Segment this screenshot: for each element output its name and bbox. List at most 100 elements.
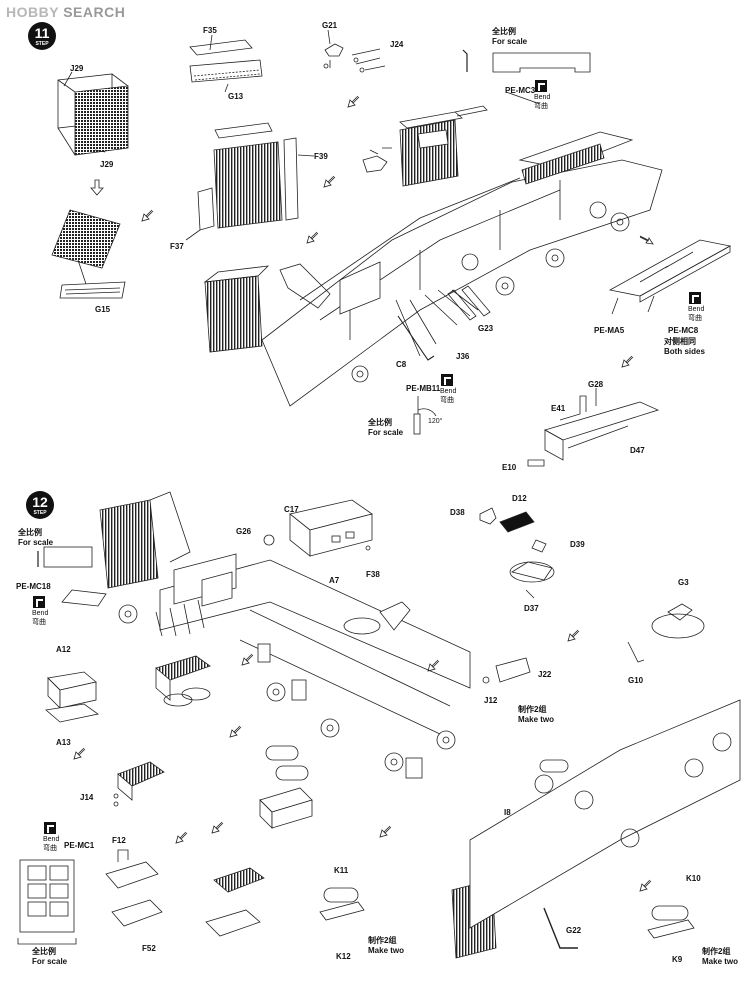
- box-j14: [113, 761, 165, 807]
- label-pe-mc3: PE-MC3: [505, 86, 536, 95]
- label-make-two-en-2: Make two: [368, 946, 405, 955]
- pe-mc18-scale-plate: [37, 546, 93, 568]
- fifth-wheel-d37: [479, 507, 555, 583]
- label-both-sides-en: Both sides: [664, 347, 705, 356]
- label-bend-en-1: Bend: [534, 94, 551, 101]
- label-d12: D12: [512, 494, 527, 503]
- label-g21: G21: [322, 21, 338, 30]
- arrow-5: [639, 235, 654, 245]
- label-k11: K11: [334, 866, 349, 875]
- label-bend-en-2: Bend: [440, 388, 457, 395]
- label-a13: A13: [56, 738, 71, 747]
- pe-mc1-sheet: [17, 859, 77, 945]
- step-12-word: STEP: [33, 510, 47, 516]
- label-scale-cn-4: 全比例: [32, 947, 56, 956]
- step-11-badge: 11 STEP: [28, 22, 56, 50]
- arrow-11: [175, 831, 188, 844]
- label-f52: F52: [142, 944, 156, 953]
- label-e41: E41: [551, 404, 566, 413]
- arrow-down: [90, 179, 104, 196]
- chassis-step12: [99, 491, 471, 779]
- tanks-box: [259, 745, 313, 829]
- watermark: HOBBY SEARCH: [6, 4, 125, 20]
- arrow-16: [639, 879, 652, 892]
- label-bend-en-4: Bend: [32, 610, 49, 617]
- label-make-two-en-3: Make two: [702, 957, 739, 966]
- label-bend-cn-5: 弯曲: [43, 845, 57, 852]
- pe-mc18-plate: [61, 589, 107, 607]
- label-f39: F39: [314, 152, 328, 161]
- label-angle: 120°: [428, 418, 443, 425]
- label-bend-en-3: Bend: [688, 306, 705, 313]
- part-j22-j12: [482, 657, 531, 684]
- label-j29-bottom: J29: [100, 160, 114, 169]
- label-g26: G26: [236, 527, 252, 536]
- label-make-two-cn-1: 制作2组: [518, 705, 547, 714]
- pe-mc3-bend-line: [462, 49, 468, 72]
- label-scale-cn-2: 全比例: [368, 418, 392, 427]
- label-bend-cn-3: 弯曲: [688, 315, 702, 322]
- label-j36: J36: [456, 352, 470, 361]
- box-a12-a13: [45, 671, 99, 723]
- label-f37: F37: [170, 242, 184, 251]
- label-c8: C8: [396, 360, 407, 369]
- label-both-sides-cn: 对侧相同: [664, 337, 696, 346]
- label-g3: G3: [678, 578, 689, 587]
- chassis-rear-detail: [451, 699, 741, 959]
- box-c17: [263, 499, 373, 557]
- label-pe-mc8: PE-MC8: [668, 326, 699, 335]
- part-f35-g13: [189, 34, 263, 93]
- label-j14: J14: [80, 793, 94, 802]
- part-small-clip: [362, 147, 392, 173]
- label-pe-mc1: PE-MC1: [64, 841, 95, 850]
- arrow-2: [141, 209, 154, 222]
- label-g22: G22: [566, 926, 582, 935]
- pe-mc3-scale-plate: [492, 52, 591, 73]
- label-a7: A7: [329, 576, 340, 585]
- label-bend-cn-4: 弯曲: [32, 619, 46, 626]
- arrow-9: [229, 725, 242, 738]
- arrow-15: [525, 589, 535, 599]
- label-g10: G10: [628, 676, 644, 685]
- label-d47: D47: [630, 446, 645, 455]
- label-scale-en-3: For scale: [18, 538, 54, 547]
- label-pe-ma5: PE-MA5: [594, 326, 625, 335]
- bend-120: [413, 396, 437, 435]
- label-pe-mc18: PE-MC18: [16, 582, 51, 591]
- label-g15: G15: [95, 305, 111, 314]
- label-k10: K10: [686, 874, 701, 883]
- arrow-13: [567, 629, 580, 642]
- label-f38: F38: [366, 570, 380, 579]
- arrow-14: [379, 825, 392, 838]
- radiator-g15-assembly: [51, 209, 126, 299]
- bend-icon: [44, 822, 56, 834]
- label-d39: D39: [570, 540, 585, 549]
- label-scale-en-1: For scale: [492, 37, 528, 46]
- label-a12: A12: [56, 645, 71, 654]
- label-j29-top: J29: [70, 64, 84, 73]
- tank-k10-k9: [647, 905, 695, 939]
- label-bend-cn-1: 弯曲: [534, 103, 548, 110]
- label-make-two-en-1: Make two: [518, 715, 555, 724]
- label-scale-cn-3: 全比例: [18, 528, 42, 537]
- battery-box: [155, 655, 211, 707]
- chassis-step11: [203, 131, 663, 407]
- fifth-wheel-g3: [627, 603, 705, 663]
- label-f12: F12: [112, 836, 126, 845]
- step-12-badge: 12 STEP: [26, 491, 54, 519]
- label-d38: D38: [450, 508, 465, 517]
- label-k12: K12: [336, 952, 351, 961]
- label-d37: D37: [524, 604, 539, 613]
- label-j22: J22: [538, 670, 552, 679]
- arrow-3: [306, 231, 319, 244]
- label-make-two-cn-3: 制作2组: [702, 947, 731, 956]
- pe-mc3-bend-icon-line: [505, 91, 541, 105]
- label-bend-en-5: Bend: [43, 836, 60, 843]
- watermark-search: SEARCH: [63, 4, 126, 20]
- arrow-12: [427, 659, 440, 672]
- rail-pe-ma5: [608, 239, 732, 315]
- arrow-1: [347, 95, 360, 108]
- label-pe-mb11: PE-MB11: [406, 384, 441, 393]
